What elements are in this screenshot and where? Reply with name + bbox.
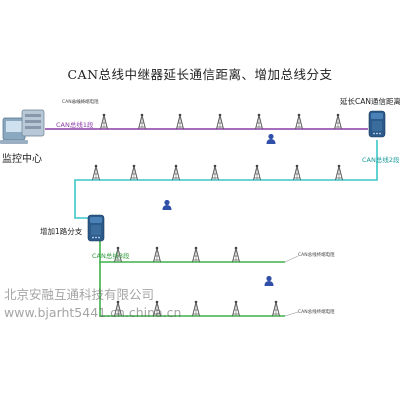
node-tower-icon [100, 113, 108, 130]
node-tower-icon [138, 113, 146, 130]
terminal-connector-3 [284, 311, 299, 317]
node-tower-icon [232, 246, 240, 263]
bus1-label: CAN总线1段 [56, 120, 94, 129]
watermark-company: 北京安融互通科技有限公司 [4, 287, 155, 302]
terminal-connector-2 [284, 255, 299, 263]
node-tower-icon [172, 164, 180, 181]
extend-distance-label: 延长CAN通信距离 [340, 96, 400, 106]
node-tower-icon [92, 164, 100, 181]
repeater-2-icon [87, 214, 105, 242]
node-tower-icon [192, 246, 200, 263]
bus-segment-3-branch [99, 262, 285, 317]
watermark: 北京安融互通科技有限公司 www.bjarht5441.cn.china.cn [4, 286, 181, 322]
node-tower-icon [192, 300, 200, 317]
monitor-center-computer-icon [0, 109, 45, 144]
terminal-tag-bus1: CAN总线终端电阻 [62, 98, 99, 105]
node-tower-icon [211, 164, 219, 181]
bus-segment-2 [74, 140, 378, 219]
node-tower-icon [176, 113, 184, 130]
bus2-label: CAN总线2段 [362, 155, 400, 164]
node-tower-icon [295, 113, 303, 130]
terminal-tag-branch-a: CAN总线终端电阻 [298, 251, 335, 258]
node-tower-icon [335, 164, 343, 181]
node-tower-icon [293, 164, 301, 181]
user-icon-1 [266, 133, 276, 144]
user-icon-3 [264, 275, 274, 286]
node-tower-icon [255, 113, 263, 130]
repeater-1-icon [368, 110, 386, 138]
watermark-url: www.bjarht5441.cn.china.cn [4, 305, 182, 320]
node-tower-icon [232, 300, 240, 317]
node-tower-icon [253, 164, 261, 181]
user-icon-2 [162, 199, 172, 210]
add-branch-label: 增加1路分支 [40, 226, 83, 236]
monitor-center-label: 监控中心 [2, 152, 42, 165]
node-tower-icon [216, 113, 224, 130]
bus3-label: CAN总线3段 [92, 251, 130, 260]
terminal-tag-branch-b: CAN总线终端电阻 [298, 308, 335, 315]
node-tower-icon [153, 246, 161, 263]
node-tower-icon [130, 164, 138, 181]
diagram-title: CAN总线中继器延长通信距离、增加总线分支 [67, 67, 333, 82]
node-tower-icon [334, 113, 342, 130]
node-tower-icon [272, 300, 280, 317]
